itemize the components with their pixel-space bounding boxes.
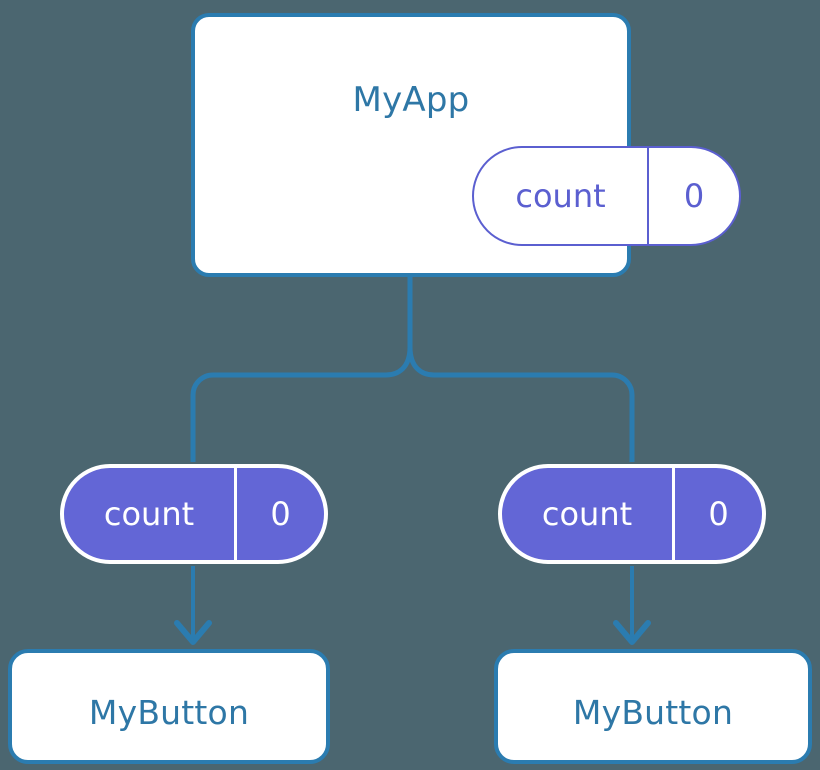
- component-box-myapp[interactable]: MyApp count 0: [191, 13, 741, 277]
- state-pill-value: 0: [234, 468, 324, 560]
- state-pill-myapp[interactable]: count 0: [472, 146, 741, 246]
- branch-connector-left: [190, 346, 413, 462]
- state-pill-value: 0: [647, 148, 739, 244]
- component-box-mybutton-right[interactable]: MyButton: [494, 649, 812, 764]
- state-pill-key: count: [515, 177, 606, 215]
- state-pill-key: count: [541, 495, 633, 533]
- state-pill-key: count: [103, 495, 195, 533]
- state-pill-value: 0: [672, 468, 762, 560]
- component-title-mybutton-right: MyButton: [572, 693, 734, 732]
- branch-connector-right: [407, 346, 635, 462]
- component-title-myapp: MyApp: [352, 80, 470, 120]
- arrow-head-left: [174, 620, 212, 645]
- component-title-mybutton-left: MyButton: [88, 693, 250, 732]
- state-pill-child-left[interactable]: count 0: [60, 464, 328, 564]
- arrow-head-right: [613, 620, 651, 645]
- state-pill-child-right[interactable]: count 0: [498, 464, 766, 564]
- component-box-mybutton-left[interactable]: MyButton: [8, 649, 330, 764]
